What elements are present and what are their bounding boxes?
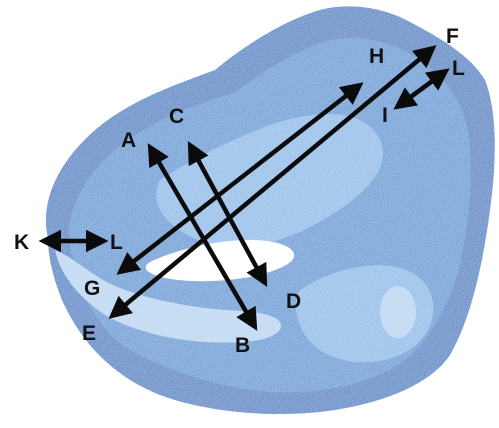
label-b: B <box>235 334 250 357</box>
label-d: D <box>286 290 301 313</box>
label-f: F <box>446 25 459 48</box>
label-e: E <box>82 322 96 345</box>
label-g: G <box>84 277 100 300</box>
label-c: C <box>169 105 184 128</box>
label-l-left: L <box>110 231 123 254</box>
label-i: I <box>382 104 388 127</box>
label-l-right: L <box>452 57 465 80</box>
label-a: A <box>121 129 136 152</box>
label-h: H <box>369 45 384 68</box>
label-k: K <box>14 231 29 254</box>
pelvis-knob <box>380 286 416 338</box>
pelvis-bone <box>46 6 495 414</box>
